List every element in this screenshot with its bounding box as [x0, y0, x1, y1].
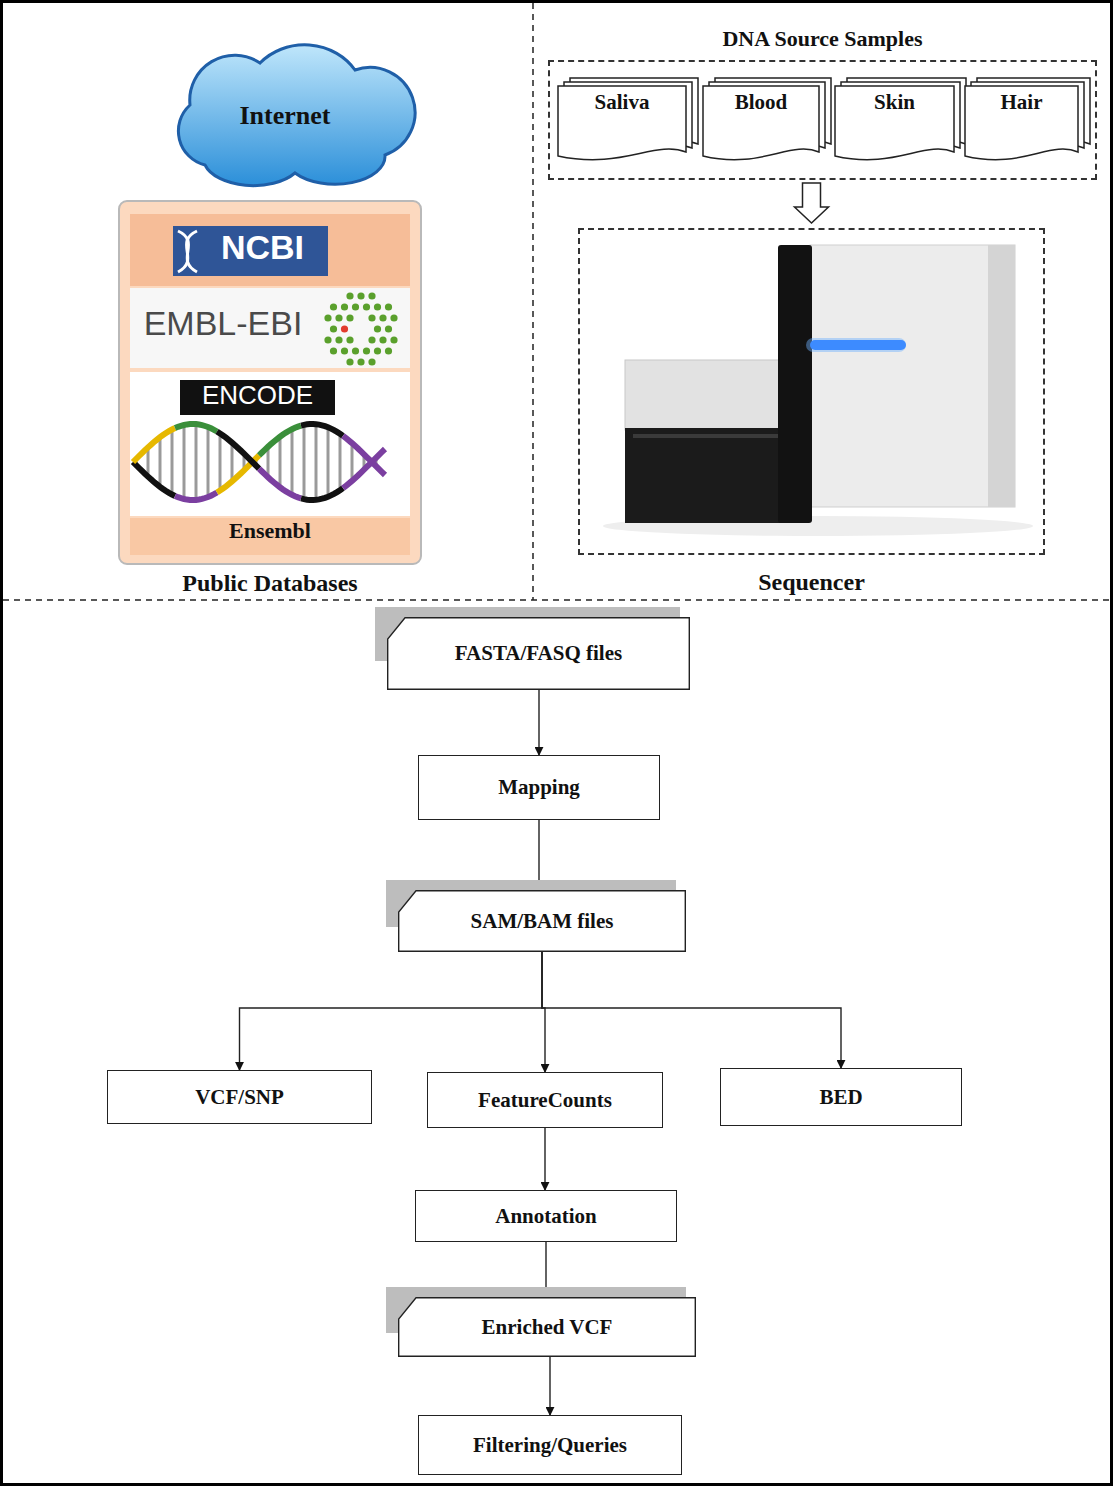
sample-document: Skin [835, 78, 968, 166]
panel-heading: Public Databases [98, 570, 442, 600]
cloud-shape: Internet [165, 25, 405, 185]
box-label: Annotation [495, 1204, 597, 1229]
cloud-label: Internet [240, 101, 331, 131]
process-box: Annotation [415, 1190, 677, 1242]
process-box: FeatureCounts [427, 1072, 663, 1128]
database-panel: NCBIEMBL-EBIENCODEEnsemblPublic Database… [118, 200, 422, 565]
flow-arrow [538, 820, 539, 890]
box-label: FeatureCounts [478, 1088, 612, 1113]
panel-divider [532, 3, 534, 600]
file-box: SAM/BAM files [398, 890, 686, 952]
flow-arrow [240, 952, 543, 1070]
panel-divider [3, 599, 1110, 601]
sample-label: Saliva [558, 90, 686, 115]
flow-arrow [549, 1357, 550, 1415]
box-label: Enriched VCF [482, 1315, 613, 1340]
sample-document: Hair [965, 78, 1092, 166]
sample-label: Skin [835, 90, 954, 115]
panel-heading: Sequencer [580, 569, 1043, 596]
process-box: Filtering/Queries [418, 1415, 682, 1475]
box-label: VCF/SNP [195, 1085, 284, 1110]
flow-arrow [542, 952, 841, 1068]
sample-document: Blood [703, 78, 833, 166]
sample-document: Saliva [558, 78, 700, 166]
sample-label: Blood [703, 90, 819, 115]
box-label: FASTA/FASQ files [455, 641, 622, 666]
logo-text: ENCODE [180, 380, 335, 415]
box-label: BED [819, 1085, 862, 1110]
box-label: Mapping [498, 775, 580, 800]
group-heading: DNA Source Samples [550, 26, 1095, 52]
logo-text: Ensembl [118, 518, 422, 555]
file-box: FASTA/FASQ files [387, 617, 690, 690]
box-label: SAM/BAM files [471, 909, 614, 934]
sequencer-panel: Sequencer [578, 228, 1045, 555]
logo-text: NCBI [200, 228, 325, 276]
file-box: Enriched VCF [398, 1297, 696, 1357]
process-box: BED [720, 1068, 962, 1126]
sequencer-illustration [578, 228, 1045, 555]
sample-group: DNA Source SamplesSalivaBloodSkinHair [548, 60, 1097, 180]
process-box: Mapping [418, 755, 660, 820]
process-box: VCF/SNP [107, 1070, 372, 1124]
sample-label: Hair [965, 90, 1078, 115]
flow-arrow [538, 690, 539, 755]
block-arrow [795, 183, 829, 223]
box-label: Filtering/Queries [473, 1433, 627, 1458]
flow-arrow [544, 1128, 545, 1190]
logo-text: EMBL-EBI [128, 304, 318, 352]
